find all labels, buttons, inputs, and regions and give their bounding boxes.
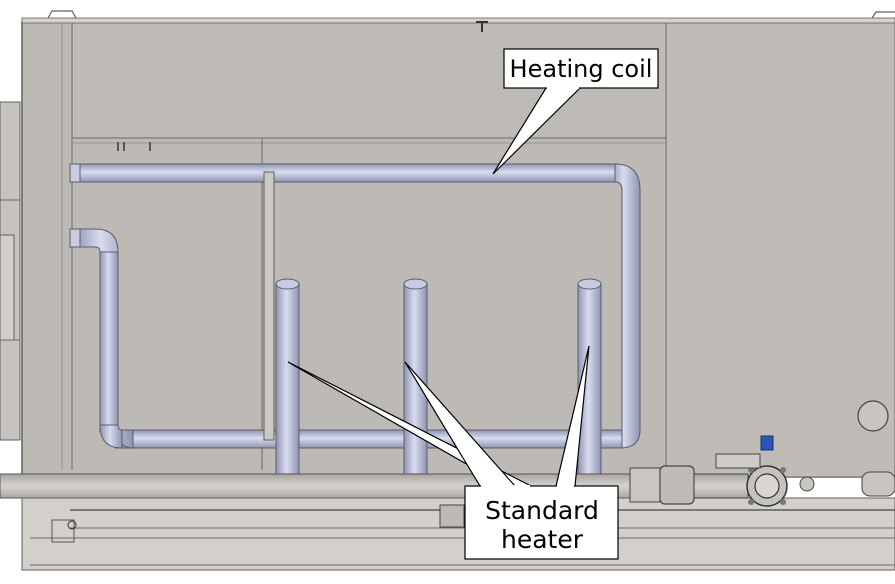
standard-heater-label-line1: Standard	[485, 496, 599, 525]
heating-coil-label-box	[503, 48, 659, 89]
baffle-plate	[263, 171, 275, 441]
base-frame	[0, 473, 895, 571]
standard-heater-callout: Standard heater	[287, 345, 619, 560]
right-panel-port-small	[799, 476, 815, 492]
right-panel-port	[857, 400, 889, 432]
top-left-bracket	[47, 10, 77, 19]
top-lid-lip	[21, 17, 895, 24]
standard-heater-label-box	[464, 485, 619, 560]
tank-body	[21, 10, 895, 478]
heating-coil-label: Heating coil	[510, 55, 653, 83]
top-right-bracket	[871, 11, 895, 19]
right-panel-port-square	[861, 471, 895, 497]
standard-heater-label-line2: heater	[501, 525, 584, 554]
left-side-flange	[0, 101, 21, 441]
heating-coil-callout: Heating coil	[492, 48, 659, 175]
heating-coil	[69, 163, 641, 449]
tank-right-panel	[665, 21, 895, 478]
valve-handle	[760, 435, 774, 451]
top-center-hook	[476, 21, 488, 32]
standard-heater-1	[275, 278, 300, 475]
drain-valve-assembly	[629, 435, 788, 507]
